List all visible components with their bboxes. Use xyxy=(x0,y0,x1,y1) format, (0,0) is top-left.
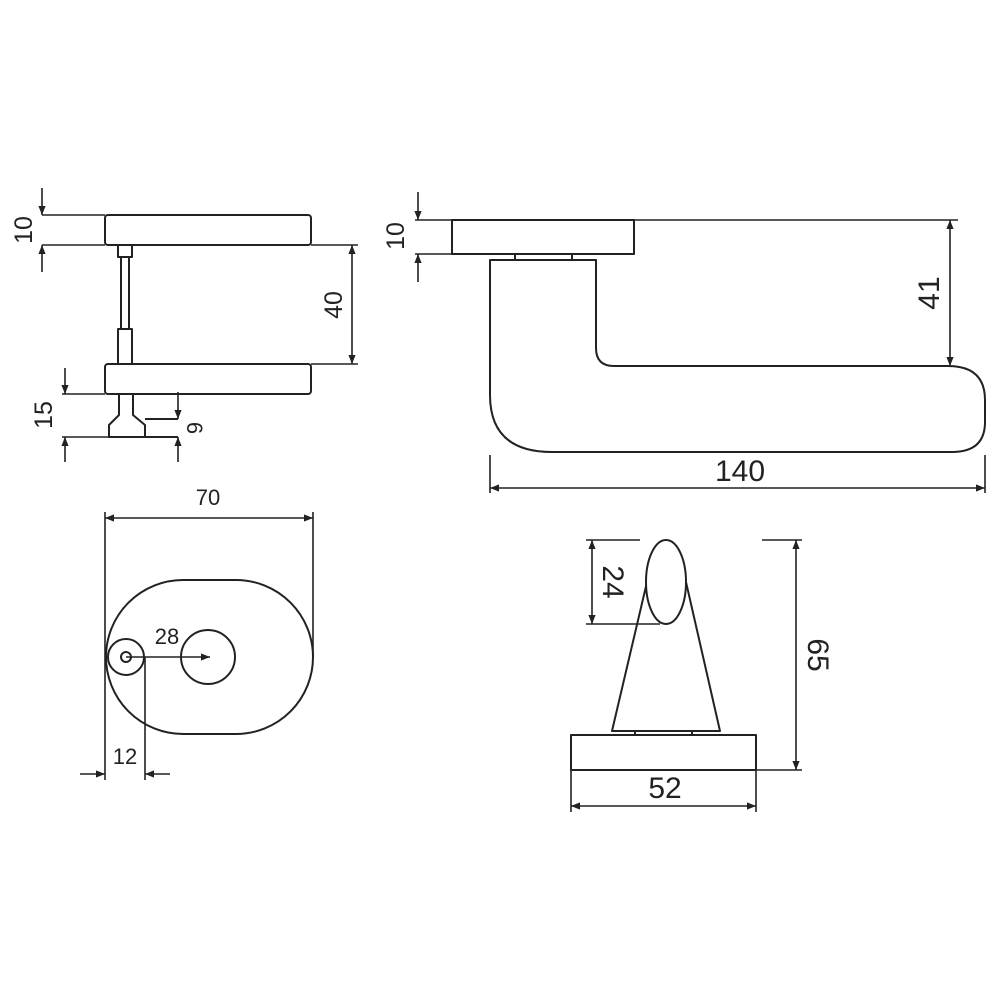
dim-label-rose-small-offset: 12 xyxy=(113,744,137,769)
dim-label-lever-height: 41 xyxy=(913,276,946,309)
dim-label-side-rose-thickness: 10 xyxy=(10,216,38,244)
side-view: 10 40 15 6 xyxy=(10,188,358,462)
dim-label-lever-rose-thickness: 10 xyxy=(382,222,410,250)
front-base-plate xyxy=(570,734,757,771)
side-mount-foot xyxy=(108,394,146,438)
side-top-rose xyxy=(104,214,312,246)
rose-view: 70 28 12 xyxy=(80,485,314,780)
dim-label-front-base-width: 52 xyxy=(648,772,681,805)
dim-label-rose-hole-offset: 28 xyxy=(155,624,179,649)
side-bottom-rose xyxy=(104,363,312,395)
lever-rose xyxy=(451,219,635,255)
dim-label-side-spacing: 40 xyxy=(320,291,348,319)
side-connector-cap xyxy=(117,244,133,258)
lever-handle xyxy=(489,259,986,453)
rose-outline xyxy=(105,579,314,735)
dim-label-side-base-height: 15 xyxy=(30,401,58,429)
front-grip-top xyxy=(645,539,687,625)
dim-label-front-top-height: 24 xyxy=(596,565,629,598)
lever-view: 10 41 140 xyxy=(382,192,986,493)
dim-label-rose-width: 70 xyxy=(196,485,220,510)
dim-label-front-total-height: 65 xyxy=(801,638,834,671)
dim-label-lever-length: 140 xyxy=(715,455,765,488)
side-spindle-upper xyxy=(120,256,130,330)
side-spindle-lower xyxy=(117,328,133,365)
dim-label-side-stem-offset: 6 xyxy=(182,422,207,434)
front-view: 24 65 52 xyxy=(570,539,834,812)
